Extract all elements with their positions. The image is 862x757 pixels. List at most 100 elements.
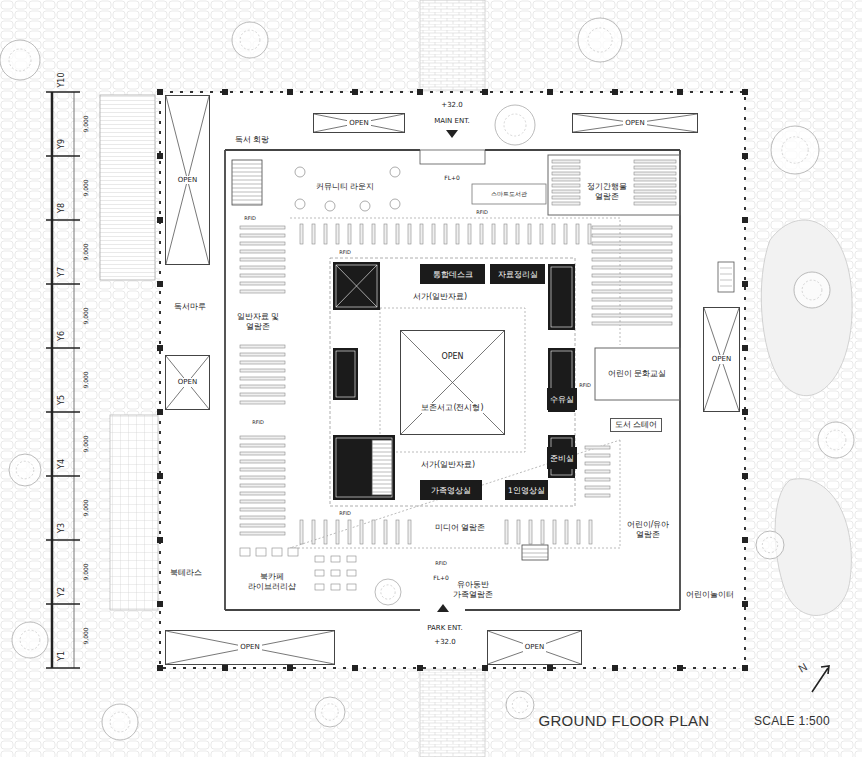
room-name: 도서 스테어 [615,420,658,430]
column [157,665,163,671]
cafe-table [331,556,340,562]
bookshelf [634,202,676,205]
bookshelf [588,224,591,244]
bookshelf [408,224,411,244]
bookshelf [592,322,672,325]
cafe-table [331,570,340,576]
rfid-gate: RFID [244,216,256,221]
room-label-area: 어린이/유아 열람존 [622,520,674,539]
stair-tread [372,464,392,465]
void-cross-line [401,331,504,434]
room-label-area: 일반자료 및 열람존 [234,312,282,331]
bookshelf [336,224,339,244]
stair-tread [372,484,392,485]
void-cross-line [314,114,404,132]
stair-tread [372,456,392,457]
rfid-gate: RFID [476,210,488,215]
stair [372,440,392,495]
room-name: 준비실 [550,454,574,463]
building-floor [225,150,680,610]
bookshelf [592,298,672,301]
bookshelf [480,224,483,244]
grid-tick [46,475,80,477]
bookshelf [565,520,568,544]
dimension-label: 9,000 [83,243,89,260]
rfid-gate: RFID [339,511,351,516]
bookshelf [552,202,580,205]
bookshelf [372,224,375,244]
stair-tread [372,452,392,453]
tree [12,622,48,658]
bookshelf [240,476,285,479]
cafe-table [347,584,356,590]
open-void-box: OPEN [487,630,582,665]
stair-tread [232,204,262,205]
void-cross-line [488,631,581,664]
core-inner-wall [551,267,572,327]
bookshelf [540,224,543,244]
bookshelf [585,454,610,457]
stair-tread [372,472,392,473]
bookshelf [240,282,285,285]
room-name: OPEN [710,355,733,363]
service-core [333,435,395,500]
void-cross-line [166,356,209,409]
bookshelf [360,520,363,544]
bookshelf [372,520,375,544]
bookshelf [592,314,672,317]
column [677,89,683,95]
column [547,665,553,671]
bookshelf [585,494,610,497]
bookshelf [592,306,672,309]
grid-axis-label: Y4 [58,459,66,469]
room-name: 미디어 열람존 [435,523,486,533]
cafe-table [347,556,356,562]
cafe-table [240,548,250,556]
room-name: OPEN [238,643,261,651]
core-inner-wall [336,438,392,497]
void-cross-line [704,308,739,411]
stair-tread [232,172,262,173]
room-label-area: 독서 회랑 [235,135,270,145]
bookshelf [240,385,285,388]
rfid-gate: RFID [435,561,447,566]
core-room: 준비실 [547,447,577,469]
bookshelf [576,224,579,244]
bookshelf [592,242,672,245]
bookshelf [577,520,580,544]
room-name: 북카페 라이브러리샵 [242,572,302,591]
bookshelf [592,282,672,285]
room-name: 정기간행물 열람존 [583,182,631,201]
bookshelf [240,242,285,245]
void-cross-line [166,96,209,264]
column [287,665,293,671]
level-mark: +32.0 [441,102,462,109]
column [742,665,748,671]
grid-axis-label: Y10 [58,72,66,87]
bookshelf [468,224,471,244]
stair-tread [372,480,392,481]
lounge-table [360,201,370,211]
bookshelf [553,520,556,544]
grid-tick [46,91,80,93]
void-cross [401,331,504,434]
bookshelf [240,274,285,277]
book-terrace-deck [110,415,158,610]
landscape-bed [775,479,851,616]
room-name: 자료정리실 [498,270,538,279]
grid-axis-label: Y2 [58,587,66,597]
bookshelf [505,520,508,544]
grid-tick [46,667,80,669]
tree-canopy [322,704,339,721]
bookshelf [240,484,285,487]
bookshelf [592,274,672,277]
room-label-area: 어린이 문화교실 [608,369,667,379]
lift-shaft [336,265,377,307]
column [482,665,488,671]
bookshelf [592,290,672,293]
stair-tread [232,164,262,165]
reading-deck [100,95,155,280]
bookshelf [432,224,435,244]
room-name: 통합데스크 [433,270,473,279]
bookshelf [324,224,327,244]
